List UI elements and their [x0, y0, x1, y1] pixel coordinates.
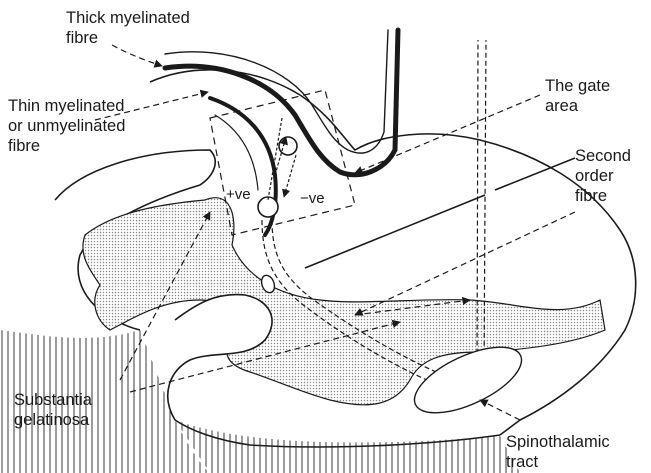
leader-spinothalamic [480, 400, 520, 420]
leader-thick-fibre [112, 45, 162, 66]
interneuron-upper [279, 137, 297, 155]
excitatory-sign: +ve [226, 186, 251, 203]
interneuron-lower [258, 197, 278, 217]
inhibitory-sign: −ve [300, 190, 325, 207]
substantia-gelatinosa-region [83, 198, 605, 405]
